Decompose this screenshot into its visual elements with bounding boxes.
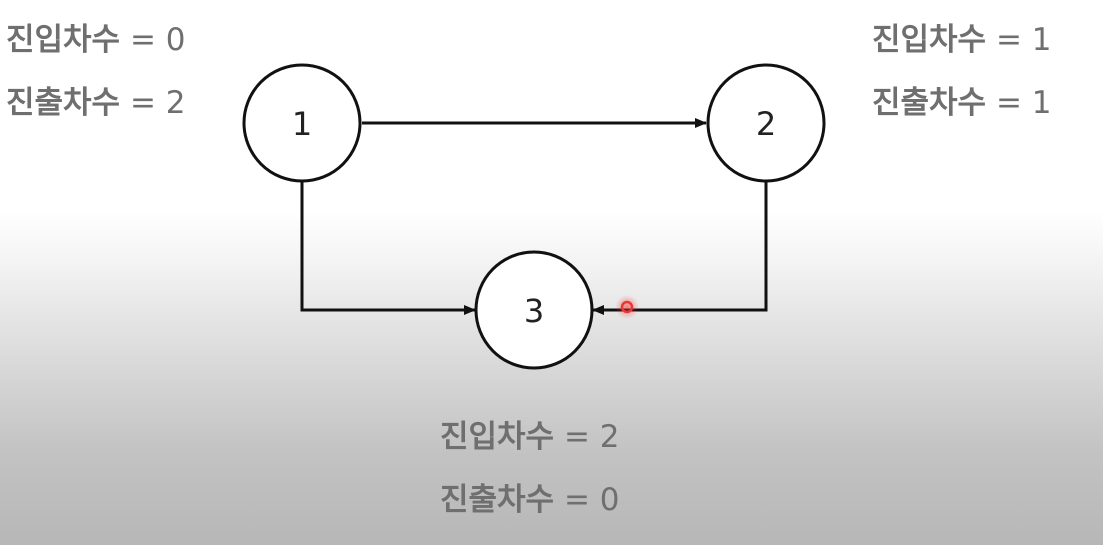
node-1-label: 1 <box>292 105 312 143</box>
in-degree-key: 진입차수 <box>440 419 555 455</box>
in-degree-key: 진입차수 <box>872 22 987 58</box>
out-degree-key: 진출차수 <box>872 85 987 121</box>
node-3: 3 <box>474 250 594 370</box>
in-degree-value: = 2 <box>563 419 620 455</box>
node-1-out-degree-label: 진출차수 = 2 <box>6 83 186 123</box>
node-3-in-degree-label: 진입차수 = 2 <box>440 417 620 457</box>
out-degree-value: = 2 <box>129 85 186 121</box>
edge-2-to-3 <box>592 182 768 315</box>
out-degree-key: 진출차수 <box>6 85 121 121</box>
edge-1-to-3 <box>300 182 476 315</box>
node-3-out-degree-label: 진출차수 = 0 <box>440 480 620 520</box>
in-degree-key: 진입차수 <box>6 22 121 58</box>
node-1-in-degree-label: 진입차수 = 0 <box>6 20 186 60</box>
node-2: 2 <box>706 63 826 183</box>
out-degree-value: = 1 <box>995 85 1052 121</box>
out-degree-key: 진출차수 <box>440 482 555 518</box>
laser-pointer-icon <box>615 295 639 319</box>
in-degree-value: = 1 <box>995 22 1052 58</box>
node-2-out-degree-label: 진출차수 = 1 <box>872 83 1052 123</box>
node-2-in-degree-label: 진입차수 = 1 <box>872 20 1052 60</box>
node-1: 1 <box>242 63 362 183</box>
node-3-label: 3 <box>524 292 544 330</box>
out-degree-value: = 0 <box>563 482 620 518</box>
in-degree-value: = 0 <box>129 22 186 58</box>
node-2-label: 2 <box>756 105 776 143</box>
